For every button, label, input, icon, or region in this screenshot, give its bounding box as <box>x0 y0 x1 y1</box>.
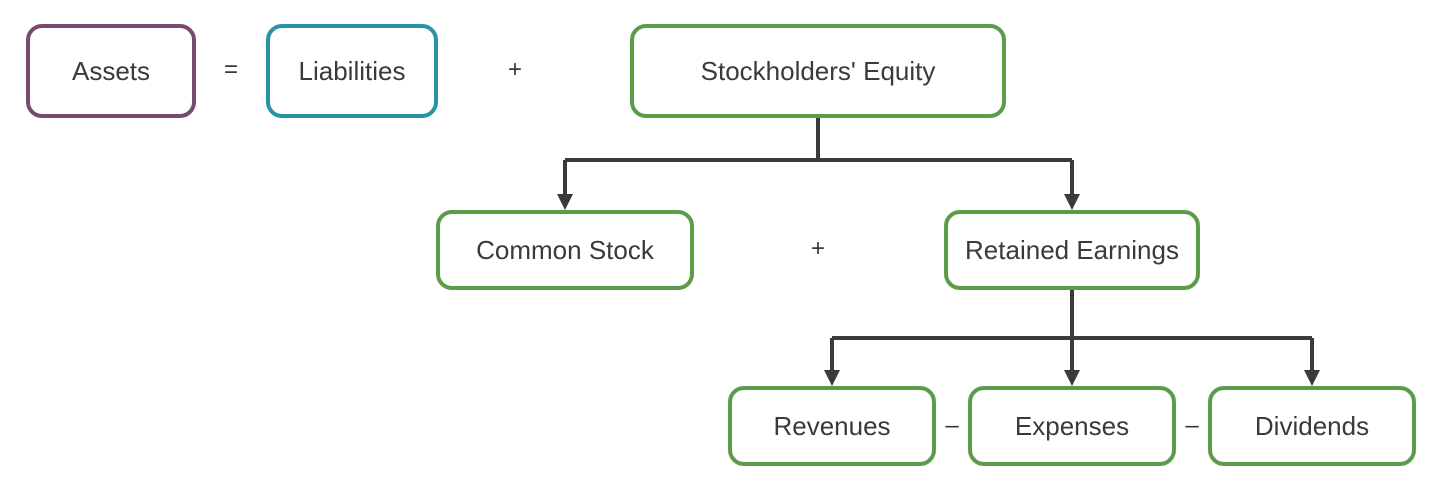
plus-operator-equity: + <box>810 235 825 262</box>
liabilities-box: Liabilities <box>266 24 438 118</box>
assets-label: Assets <box>71 55 151 86</box>
dividends-box: Dividends <box>1208 386 1416 466</box>
stockholders-equity-label: Stockholders' Equity <box>700 55 936 86</box>
revenues-label: Revenues <box>773 410 891 441</box>
arrowhead-common-stock <box>557 194 573 210</box>
revenues-box: Revenues <box>728 386 936 466</box>
stockholders-equity-box: Stockholders' Equity <box>630 24 1006 118</box>
assets-box: Assets <box>26 24 196 118</box>
minus-operator-2: – <box>1185 412 1199 439</box>
expenses-box: Expenses <box>968 386 1176 466</box>
common-stock-label: Common Stock <box>476 234 654 265</box>
arrowhead-revenues <box>824 370 840 386</box>
dividends-label: Dividends <box>1254 410 1370 441</box>
arrowhead-expenses <box>1064 370 1080 386</box>
equals-operator: = <box>223 56 238 83</box>
retained-earnings-label: Retained Earnings <box>965 234 1179 265</box>
retained-earnings-box: Retained Earnings <box>944 210 1200 290</box>
expenses-label: Expenses <box>1014 410 1130 441</box>
arrowhead-dividends <box>1304 370 1320 386</box>
arrowhead-retained-earnings <box>1064 194 1080 210</box>
minus-operator-1: – <box>945 412 959 439</box>
liabilities-label: Liabilities <box>298 55 406 86</box>
plus-operator-equation: + <box>507 56 522 83</box>
common-stock-box: Common Stock <box>436 210 694 290</box>
